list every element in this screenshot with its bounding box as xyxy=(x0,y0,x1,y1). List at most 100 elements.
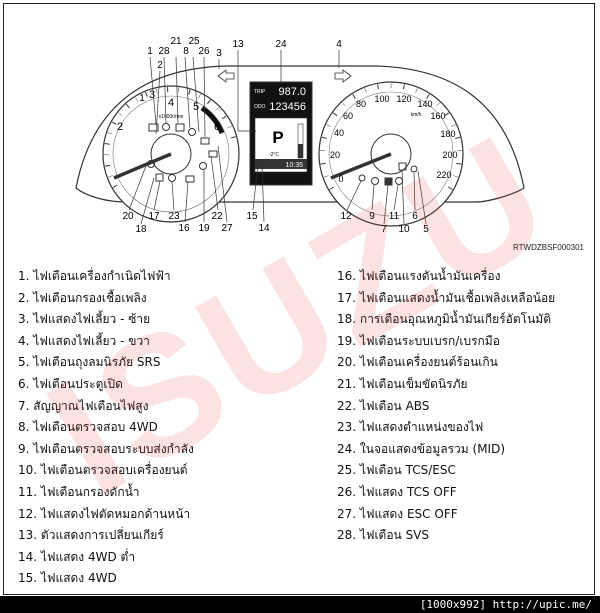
clock: 10:35 xyxy=(285,162,303,169)
legend-item: 10. ไฟเตือนตรวจสอบเครื่องยนต์ xyxy=(18,463,188,478)
turn-right-arrow-icon xyxy=(334,69,352,83)
gauge-tick xyxy=(125,103,130,109)
gauge-tick xyxy=(230,136,236,139)
left-warning-lights xyxy=(147,123,218,183)
tachometer-tick-label: 2 xyxy=(117,121,123,133)
gauge-tick xyxy=(227,125,232,129)
callout-number: 16 xyxy=(178,223,190,234)
speedometer-tick-label: 0 xyxy=(338,174,343,184)
callout-number: 18 xyxy=(135,224,147,235)
legend-item: 21. ไฟเตือนเข็มขัดนิรภัย xyxy=(337,376,468,391)
callout-number: 17 xyxy=(148,211,160,222)
legend-item: 26. ไฟแสดง TCS OFF xyxy=(337,484,457,499)
gauge-tick xyxy=(144,91,148,97)
legend-item: 7. สัญญาณไฟเตือนไฟสูง xyxy=(18,398,149,413)
legend-item: 16. ไฟเตือนแรงดันน้ำมันเครื่อง xyxy=(337,269,501,283)
gauge-tick xyxy=(188,89,191,95)
gauge-tick xyxy=(326,124,332,127)
legend-item: 19. ไฟเตือนระบบเบรก/เบรกมือ xyxy=(337,333,500,348)
legend-item: 9. ไฟเตือนตรวจสอบระบบส่งกำลัง xyxy=(18,441,194,456)
gauge-tick xyxy=(453,175,459,178)
legend-item: 5. ไฟเตือนถุงลมนิรภัย SRS xyxy=(18,355,161,370)
legend-left-column: 1. ไฟเตือนเครื่องกำเนิดไฟฟ้า 2. ไฟเตือนก… xyxy=(18,266,318,590)
legend-item: 2. ไฟเตือนกรองเชื้อเพลิง xyxy=(18,290,147,305)
callout-number: 21 xyxy=(170,36,182,47)
callout-number: 23 xyxy=(168,211,180,222)
legend-item: 18. การเตือนอุณหภูมิน้ำมันเกียร์อัตโนมัต… xyxy=(337,312,551,327)
gauge-tick xyxy=(105,164,111,167)
callout-number: 22 xyxy=(211,211,223,222)
callout-number: 3 xyxy=(216,48,222,59)
instrument-cluster-diagram: 1 2 3 4 5 6 x1000r/min 0 20 40 60 xyxy=(6,6,592,260)
callout-number: 11 xyxy=(389,211,400,222)
gauge-tick xyxy=(450,124,456,127)
legend-item: 22. ไฟเตือน ABS xyxy=(337,398,430,413)
tachometer-tick-label: 6 xyxy=(214,121,220,133)
legend-item: 13. ตัวแสดงการเปลี่ยนเกียร์ xyxy=(18,528,164,543)
trip-value: 987.0 xyxy=(278,86,306,98)
callout-number: 28 xyxy=(158,46,170,57)
footer-text: [1000x992] http://upic.me/ xyxy=(419,598,592,611)
callout-number: 1 xyxy=(147,46,153,57)
gauge-tick xyxy=(455,136,461,139)
callout-number: 9 xyxy=(369,211,375,222)
speedometer-tick-label: 140 xyxy=(417,99,432,109)
speedometer-tick-label: 100 xyxy=(374,94,389,104)
tachometer-unit: x1000r/min xyxy=(159,114,184,120)
gauge-tick xyxy=(104,143,110,145)
gauge-tick xyxy=(415,87,418,93)
gauge-tick xyxy=(329,186,335,190)
callout-number: 12 xyxy=(340,211,352,222)
gauge-tick xyxy=(341,102,346,107)
gauge-tick xyxy=(108,175,113,178)
gauge-tick xyxy=(426,94,430,99)
callout-number: 14 xyxy=(258,223,270,234)
trip-label: TRIP xyxy=(254,89,266,95)
gauge-tick xyxy=(207,99,211,105)
legend-item: 20. ไฟเตือนเครื่องยนต์ร้อนเกิน xyxy=(337,355,498,370)
odo-label: ODO xyxy=(254,104,266,110)
legend-right-column: 16. ไฟเตือนแรงดันน้ำมันเครื่อง 17. ไฟเตื… xyxy=(337,266,587,547)
speedometer-needle xyxy=(330,152,392,180)
gauge-tick xyxy=(447,186,453,190)
gauge-tick xyxy=(321,136,327,139)
gauge-tick xyxy=(107,132,113,135)
gear-indicator: P xyxy=(272,128,283,147)
legend-item: 23. ไฟแสดงตำแหน่งของไฟ xyxy=(337,420,484,435)
legend-item: 3. ไฟแสดงไฟเลี้ยว - ซ้าย xyxy=(18,312,151,327)
image-code: RTWDZBSF000301 xyxy=(513,243,584,252)
speedometer-tick-label: 80 xyxy=(356,99,366,109)
callout-number: 10 xyxy=(398,224,410,235)
callout-number: 15 xyxy=(246,211,258,222)
speedometer-unit: km/h xyxy=(411,112,422,118)
tachometer-tick-label: 4 xyxy=(168,97,174,109)
gauge-tick xyxy=(198,93,201,99)
callout-numbers: 1 28 21 8 25 26 2 13 24 4 3 20 18 17 23 … xyxy=(122,36,429,235)
gauge-tick xyxy=(364,87,367,93)
legend-item: 4. ไฟแสดงไฟเลี้ยว - ขวา xyxy=(18,333,150,348)
turn-left-arrow-icon xyxy=(217,69,235,83)
gauge-tick xyxy=(221,115,227,120)
legend-item: 1. ไฟเตือนเครื่องกำเนิดไฟฟ้า xyxy=(18,269,171,283)
callout-number: 6 xyxy=(412,211,418,222)
instrument-cluster-svg: 1 2 3 4 5 6 x1000r/min 0 20 40 60 xyxy=(75,36,525,235)
callout-number: 2 xyxy=(157,60,163,71)
speedometer-tick-label: 20 xyxy=(330,150,340,160)
callout-number: 13 xyxy=(232,39,244,50)
callout-number: 19 xyxy=(198,223,210,234)
legend-item: 15. ไฟแสดง 4WD xyxy=(18,571,117,586)
legend-item: 12. ไฟแสดงไฟตัดหมอกด้านหน้า xyxy=(18,506,191,521)
tachometer-redzone xyxy=(200,105,225,135)
gauge-tick xyxy=(118,112,123,116)
gauge-tick xyxy=(155,88,158,94)
legend-item: 6. ไฟเตือนประตูเปิด xyxy=(18,376,123,391)
legend-item: 27. ไฟแสดง ESC OFF xyxy=(337,506,458,521)
speedometer-tick-label: 220 xyxy=(436,170,451,180)
callout-number: 4 xyxy=(336,39,342,50)
callout-leader-lines xyxy=(128,50,427,225)
gauge-tick xyxy=(456,162,462,165)
callout-number: 27 xyxy=(221,223,233,234)
gauge-tick xyxy=(323,175,329,178)
gauge-tick xyxy=(215,107,220,111)
legend-item: 17. ไฟเตือนแสดงน้ำมันเชื้อเพลิงเหลือน้อย xyxy=(337,290,556,305)
